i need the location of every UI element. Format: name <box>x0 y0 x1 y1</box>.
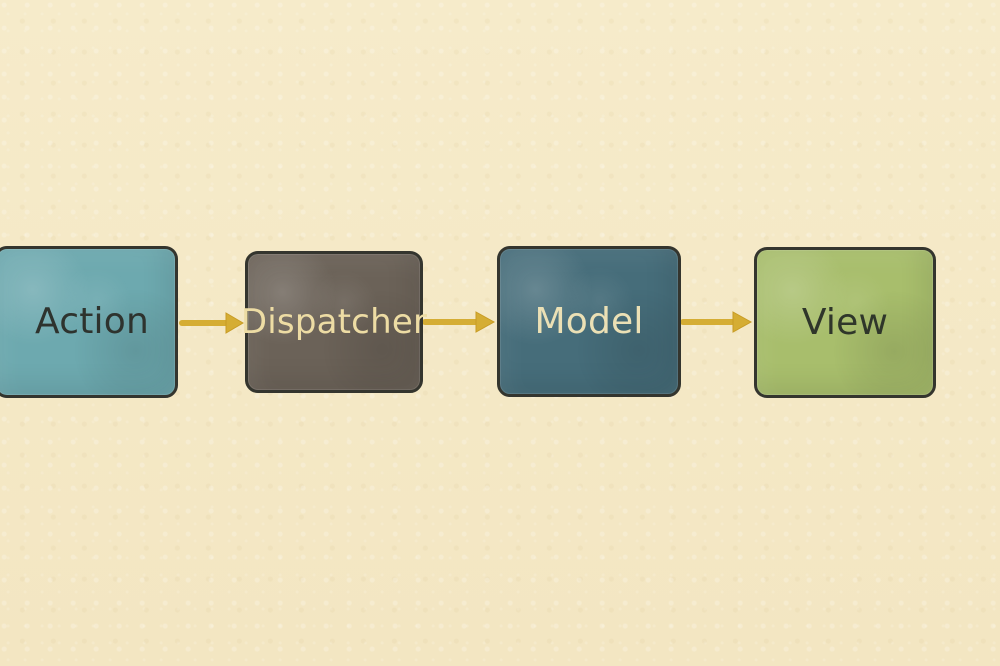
action-label: Action <box>35 301 149 342</box>
view-node: View <box>754 247 936 398</box>
arrow-dispatcher-to-model <box>422 311 496 333</box>
arrow-action-to-dispatcher <box>179 312 244 334</box>
model-label: Model <box>534 300 644 342</box>
dispatcher-node: Dispatcher <box>241 251 427 393</box>
view-label: View <box>801 301 889 343</box>
action-node: Action <box>0 246 178 398</box>
arrow-model-to-view <box>680 311 753 333</box>
dispatcher-label: Dispatcher <box>240 302 428 342</box>
model-node: Model <box>497 246 681 397</box>
